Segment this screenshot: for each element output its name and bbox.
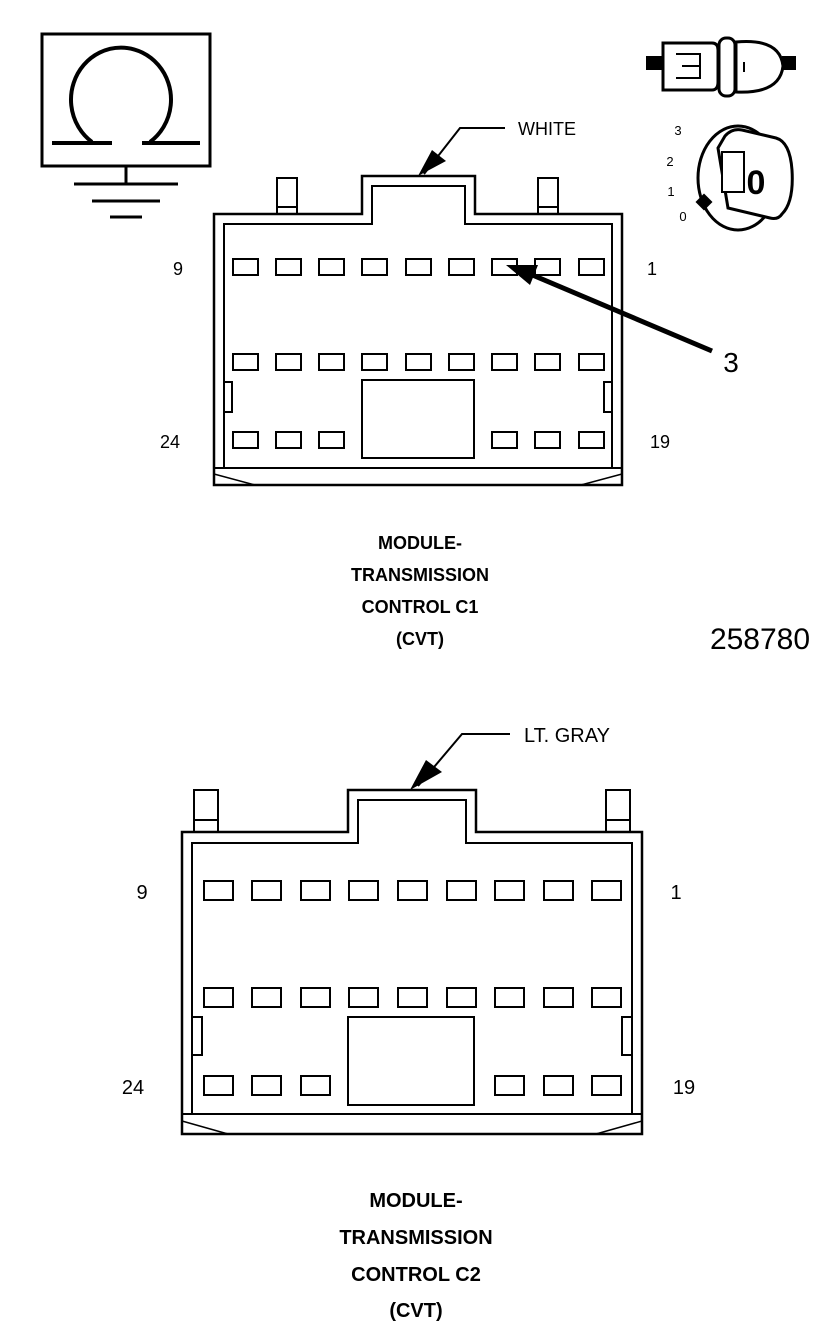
c2-pin-24-label: 24: [122, 1077, 144, 1099]
diagram-id: 258780: [710, 623, 810, 656]
c2-pin-9-label: 9: [136, 882, 147, 904]
ignition-position-3: 3: [674, 123, 681, 138]
c2-top-row-cavities: [203, 880, 622, 901]
c2-pin-1-label: 1: [670, 882, 681, 904]
ignition-position-1: 1: [667, 184, 674, 199]
c1-title-line-1: MODULE-: [378, 533, 462, 553]
c1-title-line-3: CONTROL C1: [362, 597, 479, 617]
c2-title-line-4: (CVT): [389, 1300, 442, 1322]
c2-title-line-3: CONTROL C2: [351, 1264, 481, 1286]
c1-pin-9-label: 9: [173, 259, 183, 279]
ignition-key-label: 0: [747, 164, 766, 202]
c1-title-line-4: (CVT): [396, 629, 444, 649]
c1-middle-row-cavities: [232, 353, 605, 371]
connector-c1: WHITE 9 1 24 19 3 MODULE- TRANSMISSION C…: [160, 119, 739, 649]
connector-c2: LT. GRAY 9 1 24 19 MODULE- TRANSMISSION …: [122, 725, 695, 1322]
ohmmeter-ground-icon: [40, 32, 212, 219]
ignition-position-0: 0: [679, 209, 686, 224]
c1-pin-19-label: 19: [650, 432, 670, 452]
c1-pin-1-label: 1: [647, 259, 657, 279]
c1-callout-number: 3: [723, 347, 739, 378]
c2-title-line-2: TRANSMISSION: [339, 1227, 492, 1249]
c2-bottom-row-cavities: [203, 1075, 622, 1096]
c2-middle-row-cavities: [203, 987, 622, 1008]
c2-pin-19-label: 19: [673, 1077, 695, 1099]
c1-color-label: WHITE: [518, 119, 576, 139]
c2-title-line-1: MODULE-: [369, 1190, 462, 1212]
ignition-position-2: 2: [666, 154, 673, 169]
connector-disconnect-icon: [646, 36, 796, 98]
c1-title-line-2: TRANSMISSION: [351, 565, 489, 585]
c1-bottom-row-cavities: [232, 431, 605, 449]
c2-color-label: LT. GRAY: [524, 725, 610, 747]
ignition-key-icon: 0 3 2 1 0: [666, 123, 794, 232]
c1-pin-24-label: 24: [160, 432, 180, 452]
c1-top-row-cavities: [232, 258, 605, 276]
